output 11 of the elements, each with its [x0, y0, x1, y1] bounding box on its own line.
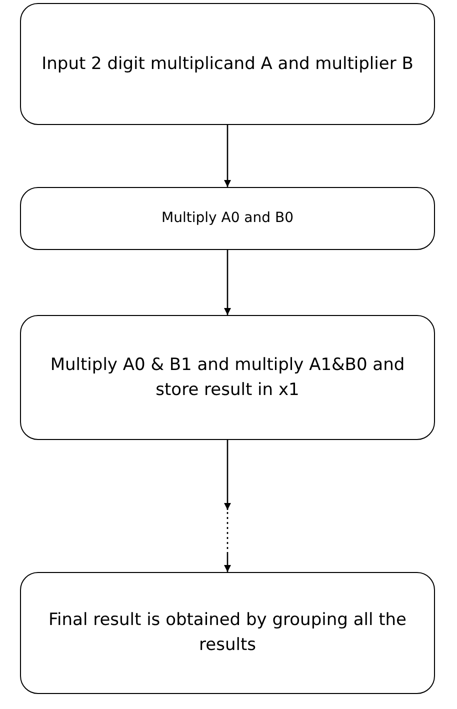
box-text: Multiply A0 and B0	[162, 209, 294, 228]
process-box	[20, 187, 435, 250]
process-box	[20, 315, 435, 440]
box-text: Multiply A0 & B1 and multiply A1&B0 and store result in x1	[49, 354, 406, 402]
arrow	[224, 440, 231, 572]
arrow	[224, 125, 231, 187]
box-text: Final result is obtained by grouping all the results	[48, 609, 408, 657]
process-box	[20, 3, 435, 125]
process-box	[20, 572, 435, 694]
box-text: Input 2 digit multiplicand A and multiplier B	[42, 52, 414, 76]
arrow	[224, 250, 231, 315]
